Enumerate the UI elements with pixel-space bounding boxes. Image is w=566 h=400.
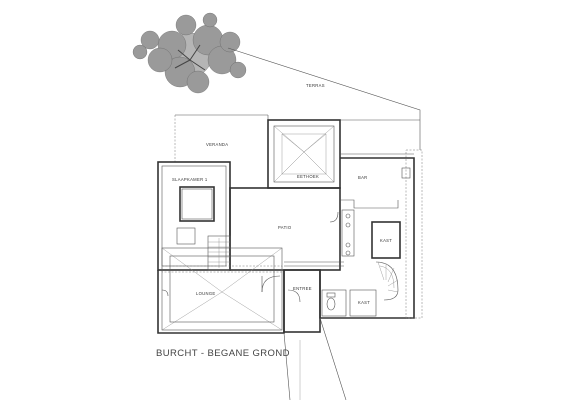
spiral-stairs-icon	[375, 261, 399, 301]
door-swings	[161, 211, 339, 303]
room-label-kast-lower: KAST	[358, 300, 370, 305]
entrance-path	[283, 317, 347, 400]
toilet-icon	[326, 292, 336, 311]
drawing-title: BURCHT - BEGANE GROND	[156, 348, 290, 359]
terrace-outline	[174, 47, 421, 162]
room-label-eethoek: EETHOEK	[297, 174, 319, 179]
room-label-slaapkamer: SLAAPKAMER 1	[172, 177, 208, 182]
room-label-entree: ENTREE	[293, 286, 312, 291]
room-label-bar: BAR	[358, 175, 368, 180]
building-walls	[157, 149, 423, 334]
room-label-terras: TERRAS	[306, 83, 325, 88]
room-label-kast-upper: KAST	[380, 238, 392, 243]
room-label-patio: PATIO	[278, 225, 292, 230]
room-label-veranda: VERANDA	[206, 142, 228, 147]
tree-icon	[132, 12, 247, 94]
room-label-lounge: LOUNGE	[196, 291, 215, 296]
stairs-icon	[207, 235, 231, 271]
